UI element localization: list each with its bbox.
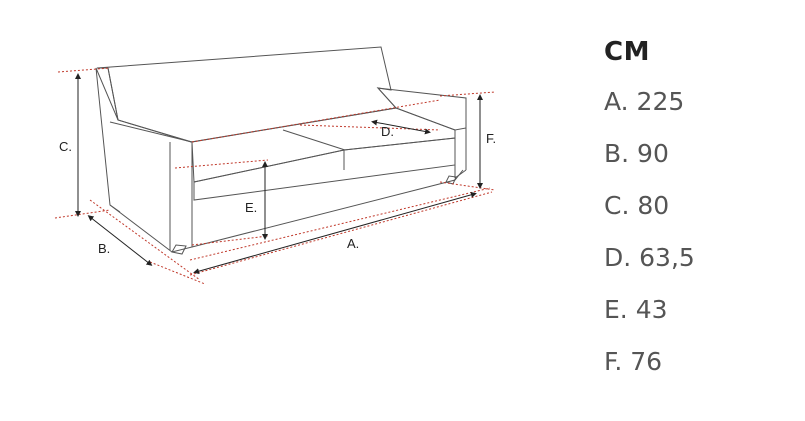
label-d: D. [381, 124, 394, 139]
sofa-left-arm [95, 67, 193, 253]
dimension-d [371, 119, 431, 135]
dimension-lines [75, 73, 483, 275]
label-e: E. [245, 200, 257, 215]
sofa-foot-left [171, 244, 187, 255]
sofa-right-arm [376, 87, 467, 131]
legend-row-a: A. 225 [604, 87, 685, 116]
sofa-foot-right [445, 175, 457, 185]
legend-row-f: F. 76 [604, 347, 663, 376]
sofa-seat-cushions [191, 107, 456, 183]
dimension-a [193, 191, 477, 275]
legend-row-c: C. 80 [604, 191, 670, 220]
label-a: A. [347, 236, 359, 251]
sofa-seat-front [193, 137, 456, 201]
label-c: C. [59, 139, 72, 154]
sofa-backrest [96, 46, 397, 143]
legend-row-d: D. 63,5 [604, 243, 695, 272]
sofa-outline [95, 46, 467, 255]
label-f: F. [486, 131, 496, 146]
dimensions-legend: CM A. 225 B. 90 C. 80 D. 63,5 E. 43 F. 7… [604, 34, 695, 388]
legend-row-e: E. 43 [604, 295, 668, 324]
legend-row-b: B. 90 [604, 139, 669, 168]
guide-lines [54, 67, 496, 285]
unit-label: CM [604, 37, 650, 67]
dimension-b [87, 215, 153, 266]
sofa-dimension-diagram: A. B. C. D. E. F. [54, 46, 496, 285]
label-b: B. [98, 241, 110, 256]
